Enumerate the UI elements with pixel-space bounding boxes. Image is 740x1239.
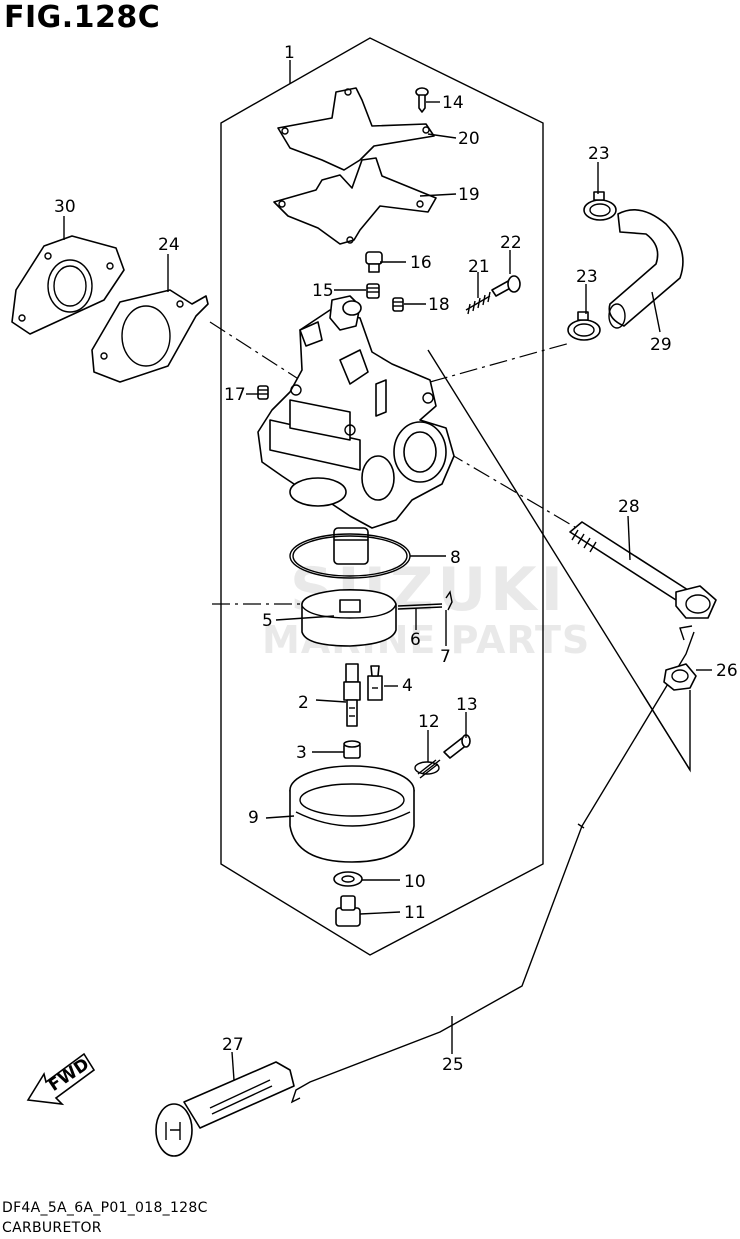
callout-3: 3 — [296, 743, 307, 763]
callout-24: 24 — [158, 235, 180, 255]
gasket-hole — [416, 200, 424, 208]
fuel-hose-29 — [608, 208, 684, 327]
drain-bolt-11 — [335, 895, 361, 927]
float-5 — [301, 588, 397, 647]
hose-clamp-23-top — [583, 191, 617, 221]
callout-8: 8 — [450, 548, 461, 568]
washer-10 — [333, 871, 363, 887]
gasket-19 — [273, 157, 437, 245]
callout-6: 6 — [410, 630, 421, 650]
choke-knob-27 — [155, 1061, 295, 1157]
spring-21 — [465, 291, 491, 315]
callout-17: 17 — [224, 385, 246, 405]
pin-6 — [397, 603, 443, 607]
leader-bracket — [639, 689, 691, 771]
o-ring-8-inner — [292, 535, 408, 577]
pin-6-edge — [397, 606, 443, 610]
callout-27: 27 — [222, 1035, 244, 1055]
callout-29: 29 — [650, 335, 672, 355]
fwd-label: FWD — [45, 1054, 93, 1095]
callout-leaders — [63, 60, 712, 1081]
float-bowl-9 — [289, 765, 415, 863]
callout-20: 20 — [458, 129, 480, 149]
callout-13: 13 — [456, 695, 478, 715]
hose-end — [608, 303, 626, 329]
screw-13 — [443, 734, 471, 759]
hose-clamp-23-bottom — [567, 311, 601, 341]
leader-dashed — [446, 451, 581, 531]
callout-21: 21 — [468, 257, 490, 277]
gasket-hole — [278, 200, 286, 208]
callout-5: 5 — [262, 611, 273, 631]
leader-dashed — [429, 342, 571, 383]
gasket-24 — [91, 289, 209, 383]
callout-23-bottom: 23 — [576, 267, 598, 287]
callout-9: 9 — [248, 808, 259, 828]
callout-14: 14 — [442, 93, 464, 113]
jet-15 — [366, 283, 380, 299]
gasket-20 — [277, 87, 435, 171]
screw-22 — [491, 275, 521, 297]
callout-1: 1 — [284, 43, 295, 63]
spring-12 — [414, 759, 441, 779]
gasket-hole — [422, 126, 430, 134]
gasket-hole — [346, 236, 354, 244]
gasket-hole — [281, 127, 289, 135]
assembly-outline — [220, 37, 544, 956]
main-nozzle-2 — [343, 663, 361, 727]
needle-valve-4 — [367, 665, 383, 701]
screw-14 — [415, 87, 429, 113]
callout-28: 28 — [618, 497, 640, 517]
carburetor-body — [257, 295, 455, 565]
figure-title: FIG.128C — [4, 0, 161, 35]
callout-18: 18 — [428, 295, 450, 315]
rod-break-mark — [577, 823, 585, 829]
callout-22: 22 — [500, 233, 522, 253]
callout-19: 19 — [458, 185, 480, 205]
callout-10: 10 — [404, 872, 426, 892]
callout-26: 26 — [716, 661, 738, 681]
choke-rod-25 — [290, 631, 695, 1104]
rod-clip-26 — [663, 663, 697, 691]
callout-7: 7 — [440, 647, 451, 667]
callout-23-top: 23 — [588, 144, 610, 164]
main-jet-3 — [343, 740, 361, 759]
jet-17 — [257, 385, 269, 400]
washer-10-hole — [341, 875, 355, 883]
callout-4: 4 — [402, 676, 413, 696]
insulator-30 — [11, 235, 125, 335]
callout-25: 25 — [442, 1055, 464, 1075]
callout-2: 2 — [298, 693, 309, 713]
gasket-hole — [344, 88, 352, 96]
figure-name: CARBURETOR — [2, 1220, 102, 1236]
callout-16: 16 — [410, 253, 432, 273]
callout-12: 12 — [418, 712, 440, 732]
fwd-arrow-icon: FWD — [26, 1052, 96, 1106]
clip-7 — [445, 590, 453, 611]
jet-18 — [392, 297, 404, 312]
leader-dashed — [209, 321, 301, 381]
callout-30: 30 — [54, 197, 76, 217]
figure-code: DF4A_5A_6A_P01_018_128C — [2, 1200, 208, 1216]
choke-rod-25-bend — [679, 625, 693, 641]
callout-11: 11 — [404, 903, 426, 923]
callout-15: 15 — [312, 281, 334, 301]
bolt-28 — [569, 521, 717, 619]
plug-16 — [365, 251, 383, 273]
